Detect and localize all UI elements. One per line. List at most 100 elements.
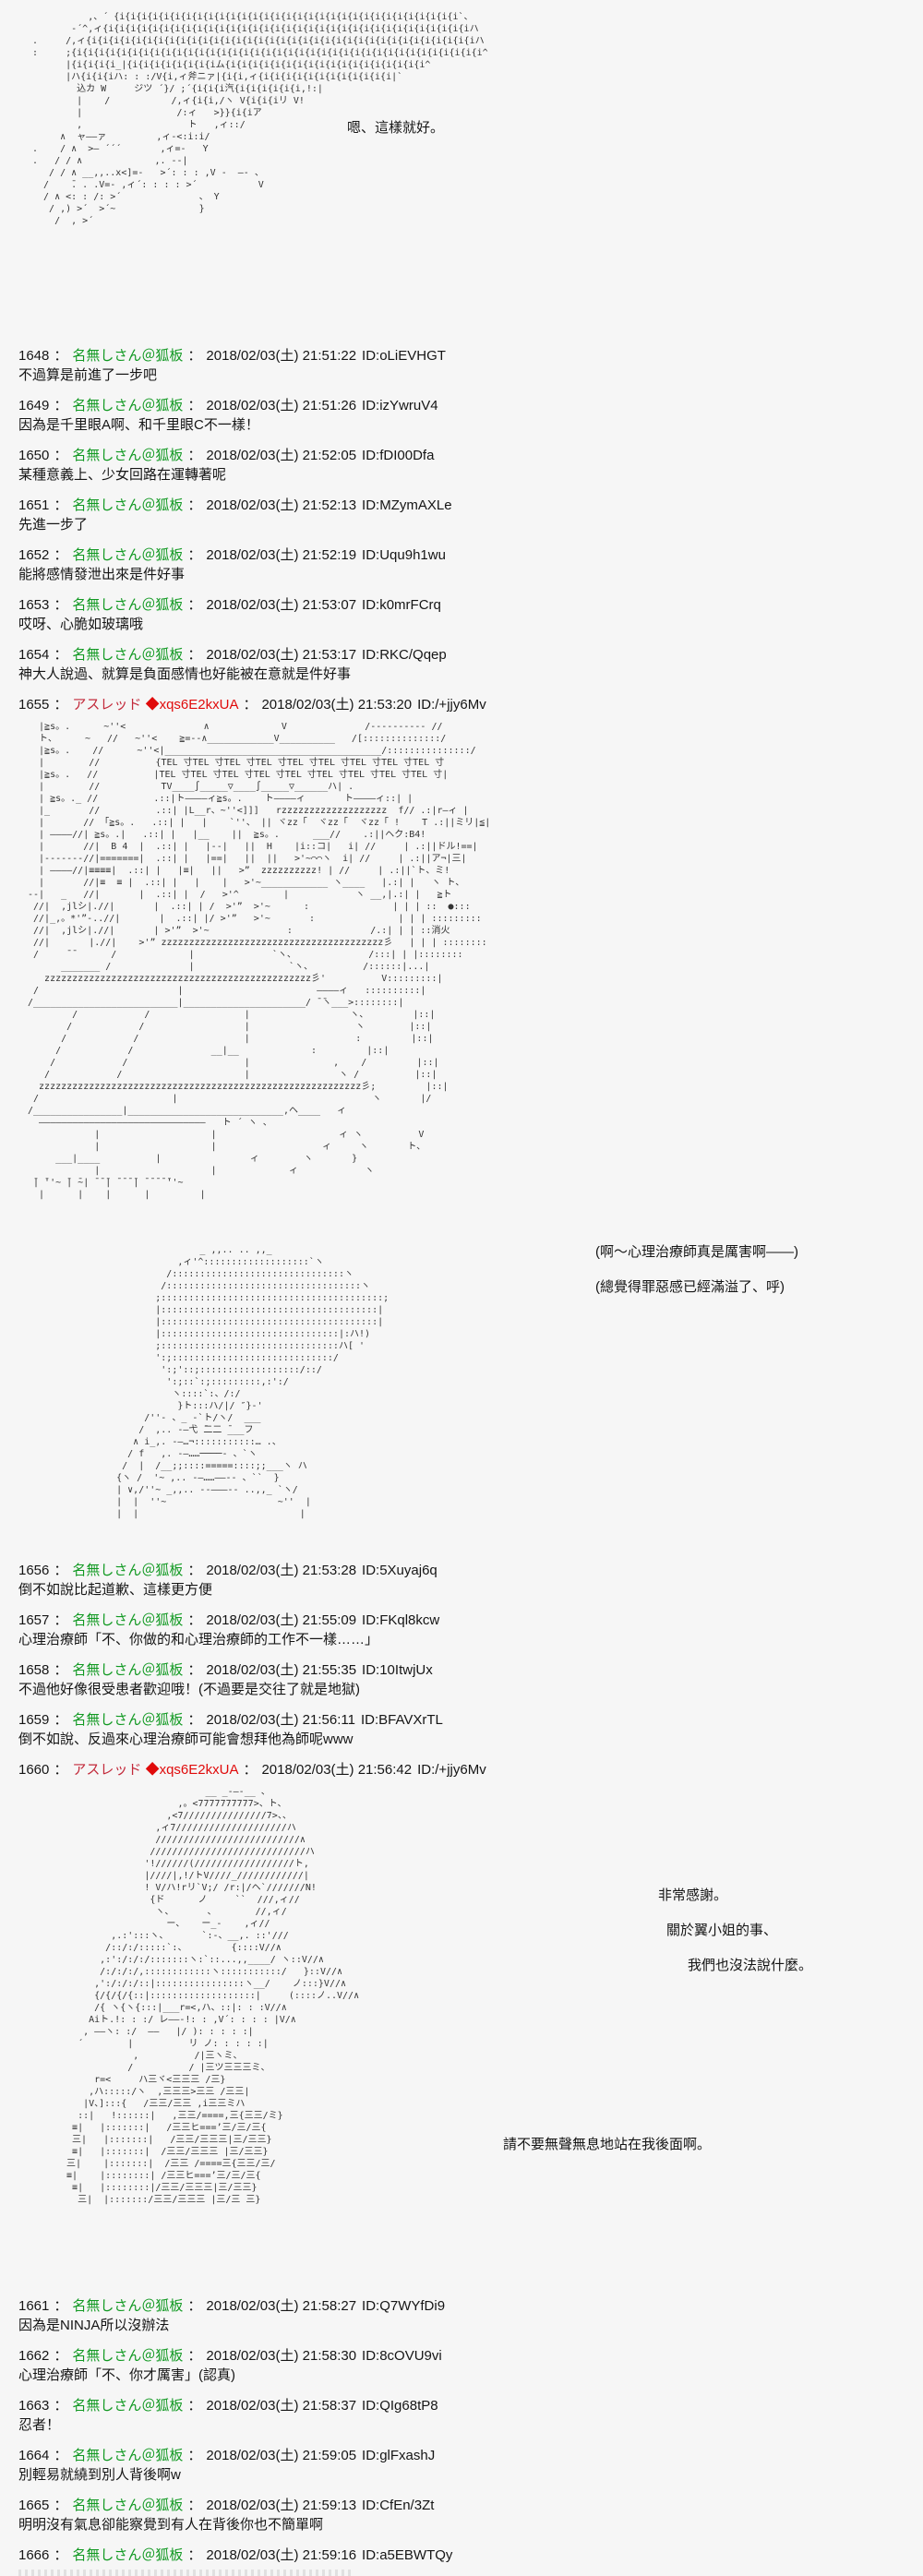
post-id: ID:FKql8kcw	[362, 1612, 440, 1628]
separator: ：	[54, 497, 68, 513]
separator: ：	[54, 697, 68, 713]
post-datetime: 2018/02/03(土) 21:53:17	[206, 647, 357, 663]
post-datetime: 2018/02/03(土) 21:58:30	[206, 2348, 357, 2364]
separator: ：	[243, 697, 258, 713]
separator: ：	[54, 2547, 68, 2563]
post-number: 1653	[18, 597, 50, 613]
post-datetime: 2018/02/03(土) 21:53:07	[206, 597, 357, 613]
separator: ：	[187, 1662, 202, 1678]
post-body: 忍者！	[18, 2417, 61, 2433]
post-id: ID:oLiEVHGT	[362, 348, 446, 364]
post-id: ID:a5EBWTQy	[362, 2547, 453, 2563]
post-id: ID:k0mrFCrq	[362, 597, 441, 613]
poster-name: 名無しさん＠狐板	[72, 448, 184, 463]
post-datetime: 2018/02/03(土) 21:59:16	[206, 2547, 357, 2563]
post-number: 1649	[18, 398, 50, 413]
post-body: 別輕易就繞到別人背後啊w	[18, 2467, 181, 2483]
separator: ：	[54, 2348, 68, 2364]
post-number: 1652	[18, 547, 50, 563]
separator: ：	[54, 2298, 68, 2314]
poster-name: 名無しさん＠狐板	[72, 2398, 184, 2414]
aa-art-hooded-figure: _ ,,.. .. ,,_ ,ィ'^:::::::::::::::::::`ヽ …	[116, 1245, 390, 1519]
aa-two-figures-scene: __ _-―-__ 、 ,。<7777777777>、ト、 ,<7///////…	[18, 1786, 923, 2284]
aa-art-opening: ,、´ {i{i{i{i{i{i{i{i{i{i{i{i{i{i{i{i{i{i…	[32, 12, 488, 226]
separator: ：	[54, 448, 68, 463]
separator: ：	[187, 398, 202, 413]
post-id: ID:/+jjy6Mv	[417, 1762, 486, 1778]
post-number: 1657	[18, 1612, 50, 1628]
poster-name: 名無しさん＠狐板	[72, 597, 184, 613]
poster-name: 名無しさん＠狐板	[72, 348, 184, 364]
separator: ：	[187, 2448, 202, 2463]
separator: ：	[54, 398, 68, 413]
separator: ：	[54, 1762, 68, 1778]
post-id: ID:MZymAXLe	[362, 497, 452, 513]
poster-name: 名無しさん＠狐板	[72, 647, 184, 663]
speech-bubble: 嗯、這樣就好。	[347, 120, 445, 136]
speech-bubble: 非常感謝。	[658, 1887, 728, 1903]
separator: ：	[54, 1612, 68, 1628]
post-body: 心理治療師「不、你做的和心理治療師的工作不一樣……」	[18, 1632, 379, 1647]
aa-art-two-figures: __ _-―-__ 、 ,。<7777777777>、ト、 ,<7///////…	[66, 1787, 360, 2205]
separator: ：	[54, 348, 68, 364]
post-datetime: 2018/02/03(土) 21:53:20	[261, 697, 413, 713]
post-datetime: 2018/02/03(土) 21:58:37	[206, 2398, 357, 2414]
aa-art-room: |≧s。. ~''< ∧ V /---------- // ト、 ~ // ~'…	[28, 722, 491, 1200]
separator: ：	[54, 647, 68, 663]
post-number: 1661	[18, 2298, 50, 2314]
separator: ：	[187, 547, 202, 563]
post-id: ID:fDI00Dfa	[362, 448, 435, 463]
aa-opening-scene: ,、´ {i{i{i{i{i{i{i{i{i{i{i{i{i{i{i{i{i{i…	[0, 11, 923, 334]
separator: ：	[54, 2448, 68, 2463]
post-body: 哎呀、心脆如玻璃哦	[18, 617, 144, 632]
post-id: ID:glFxashJ	[362, 2448, 436, 2463]
separator: ：	[54, 1563, 68, 1578]
post-id: ID:RKC/Qqep	[362, 647, 447, 663]
post-number: 1659	[18, 1712, 50, 1728]
post-id: ID:QIg68tP8	[362, 2398, 438, 2414]
separator: ：	[54, 2398, 68, 2414]
post-datetime: 2018/02/03(土) 21:56:42	[261, 1762, 413, 1778]
post-body: 因為是NINJA所以沒辦法	[18, 2318, 170, 2333]
post-datetime: 2018/02/03(土) 21:55:09	[206, 1612, 357, 1628]
poster-name: 名無しさん＠狐板	[72, 2448, 184, 2463]
separator: ：	[54, 547, 68, 563]
poster-name: 名無しさん＠狐板	[72, 1563, 184, 1578]
separator: ：	[187, 1712, 202, 1728]
poster-name: 名無しさん＠狐板	[72, 2298, 184, 2314]
poster-name: 名無しさん＠狐板	[72, 2547, 184, 2563]
poster-name: アスレッド	[72, 1762, 142, 1778]
separator: ：	[243, 1762, 258, 1778]
post-id: ID:Uqu9h1wu	[362, 547, 446, 563]
post-id: ID:/+jjy6Mv	[417, 697, 486, 713]
post-number: 1666	[18, 2547, 50, 2563]
separator: ：	[54, 597, 68, 613]
post-id: ID:izYwruV4	[362, 398, 438, 413]
post-datetime: 2018/02/03(土) 21:51:22	[206, 348, 357, 364]
post-number: 1648	[18, 348, 50, 364]
post-datetime: 2018/02/03(土) 21:52:13	[206, 497, 357, 513]
aa-clinic-scene: |≧s。. ~''< ∧ V /---------- // ト、 ~ // ~'…	[18, 721, 923, 1549]
post-id: ID:CfEn/3Zt	[362, 2498, 435, 2513]
post-number: 1663	[18, 2398, 50, 2414]
speech-bubble: (總覺得罪惡感已經滿溢了、呼)	[595, 1279, 785, 1295]
speech-bubble: 請不要無聲無息地站在我後面啊。	[503, 2137, 712, 2152]
